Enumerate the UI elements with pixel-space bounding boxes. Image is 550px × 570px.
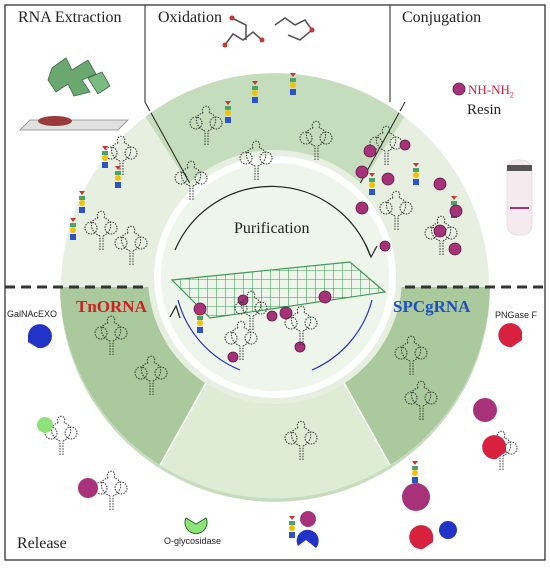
cycle-arrow-icon <box>174 185 371 256</box>
resin-label: Resin <box>467 102 502 118</box>
enzyme-label-pngase-f: PNGase F <box>495 310 538 320</box>
panel-title-rna-extraction: RNA Extraction <box>18 9 122 26</box>
resin-bead-icon <box>452 82 466 96</box>
cells-icon <box>47 57 111 97</box>
group-label-tnorna: TnORNA <box>76 297 147 316</box>
galnacexo-enzyme-icon <box>28 324 52 349</box>
enzyme-label-galnacexo: GalNAcEXO <box>7 309 58 319</box>
resin-functional-group: NH-NH2 <box>468 82 514 100</box>
panel-title-conjugation: Conjugation <box>402 9 482 26</box>
center-title-purification: Purification <box>234 220 310 237</box>
pngase-enzyme-icon <box>498 323 522 348</box>
tissue-icon <box>19 116 129 131</box>
tube-icon <box>506 159 533 236</box>
panel-title-release: Release <box>17 535 67 552</box>
group-label-spcgrna: SPCgRNA <box>393 297 471 316</box>
o-glycosidase-enzyme-icon <box>184 517 208 535</box>
enzyme-label-o-glycosidase: O-glycosidase <box>164 536 222 546</box>
panel-title-oxidation: Oxidation <box>158 9 222 26</box>
